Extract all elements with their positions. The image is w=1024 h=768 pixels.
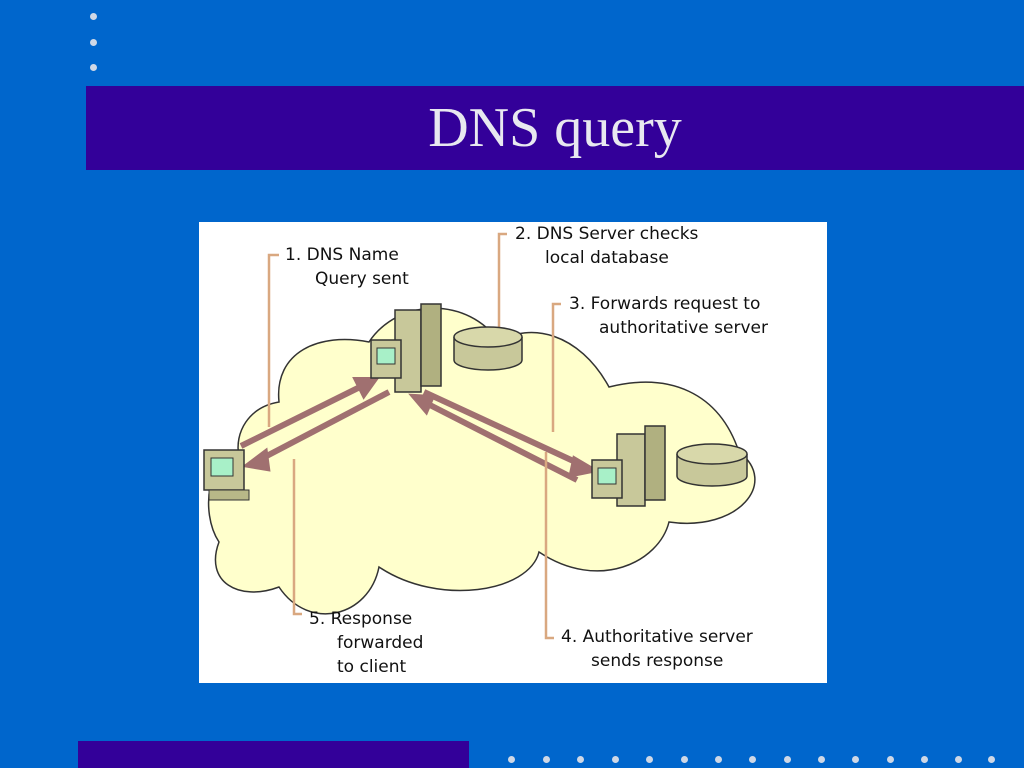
decorative-dot bbox=[749, 756, 756, 763]
authoritative-server-icon bbox=[591, 425, 666, 507]
network-cloud bbox=[207, 307, 756, 615]
bottom-band bbox=[78, 741, 469, 768]
step-3-line1: 3. Forwards request to bbox=[569, 294, 761, 314]
step-4-line2: sends response bbox=[591, 651, 724, 671]
slide-title: DNS query bbox=[428, 97, 682, 159]
step-2-label: 2. DNS Server checks local database bbox=[515, 222, 698, 270]
step-4-label: 4. Authoritative server sends response bbox=[561, 625, 753, 673]
step-5-label: 5. Response forwarded to client bbox=[309, 607, 423, 679]
step-1-line2: Query sent bbox=[315, 269, 409, 289]
step-2-line1: 2. DNS Server checks bbox=[515, 224, 699, 244]
dns-query-diagram: 1. DNS Name Query sent 2. DNS Server che… bbox=[199, 222, 827, 683]
decorative-dot bbox=[90, 64, 97, 71]
decorative-dot bbox=[90, 39, 97, 46]
decorative-dot bbox=[612, 756, 619, 763]
decorative-dot bbox=[784, 756, 791, 763]
decorative-dot bbox=[646, 756, 653, 763]
authoritative-database-icon bbox=[676, 443, 748, 487]
decorative-dot bbox=[508, 756, 515, 763]
query-arrows bbox=[239, 377, 601, 483]
diagram-graphic bbox=[203, 232, 756, 640]
callout-lines bbox=[267, 232, 561, 640]
title-band: DNS query bbox=[86, 86, 1024, 170]
step-2-line2: local database bbox=[545, 248, 669, 268]
local-database-icon bbox=[453, 326, 523, 371]
step-1-label: 1. DNS Name Query sent bbox=[285, 243, 409, 291]
decorative-dot bbox=[852, 756, 859, 763]
step-5-line1: 5. Response bbox=[309, 609, 413, 629]
step-4-line1: 4. Authoritative server bbox=[561, 627, 753, 647]
client-computer-icon bbox=[203, 449, 250, 501]
step-3-line2: authoritative server bbox=[599, 318, 768, 338]
decorative-dot bbox=[543, 756, 550, 763]
decorative-dot bbox=[577, 756, 584, 763]
dns-server-icon bbox=[370, 303, 442, 393]
decorative-dot bbox=[921, 756, 928, 763]
step-3-label: 3. Forwards request to authoritative ser… bbox=[569, 292, 768, 340]
decorative-dot bbox=[955, 756, 962, 763]
decorative-dot bbox=[90, 13, 97, 20]
step-5-line2: forwarded bbox=[337, 633, 424, 653]
decorative-dot bbox=[715, 756, 722, 763]
decorative-dot bbox=[988, 756, 995, 763]
decorative-dot bbox=[818, 756, 825, 763]
step-1-line1: 1. DNS Name bbox=[285, 245, 399, 265]
decorative-dot bbox=[887, 756, 894, 763]
step-5-line3: to client bbox=[337, 657, 407, 677]
decorative-dot bbox=[681, 756, 688, 763]
